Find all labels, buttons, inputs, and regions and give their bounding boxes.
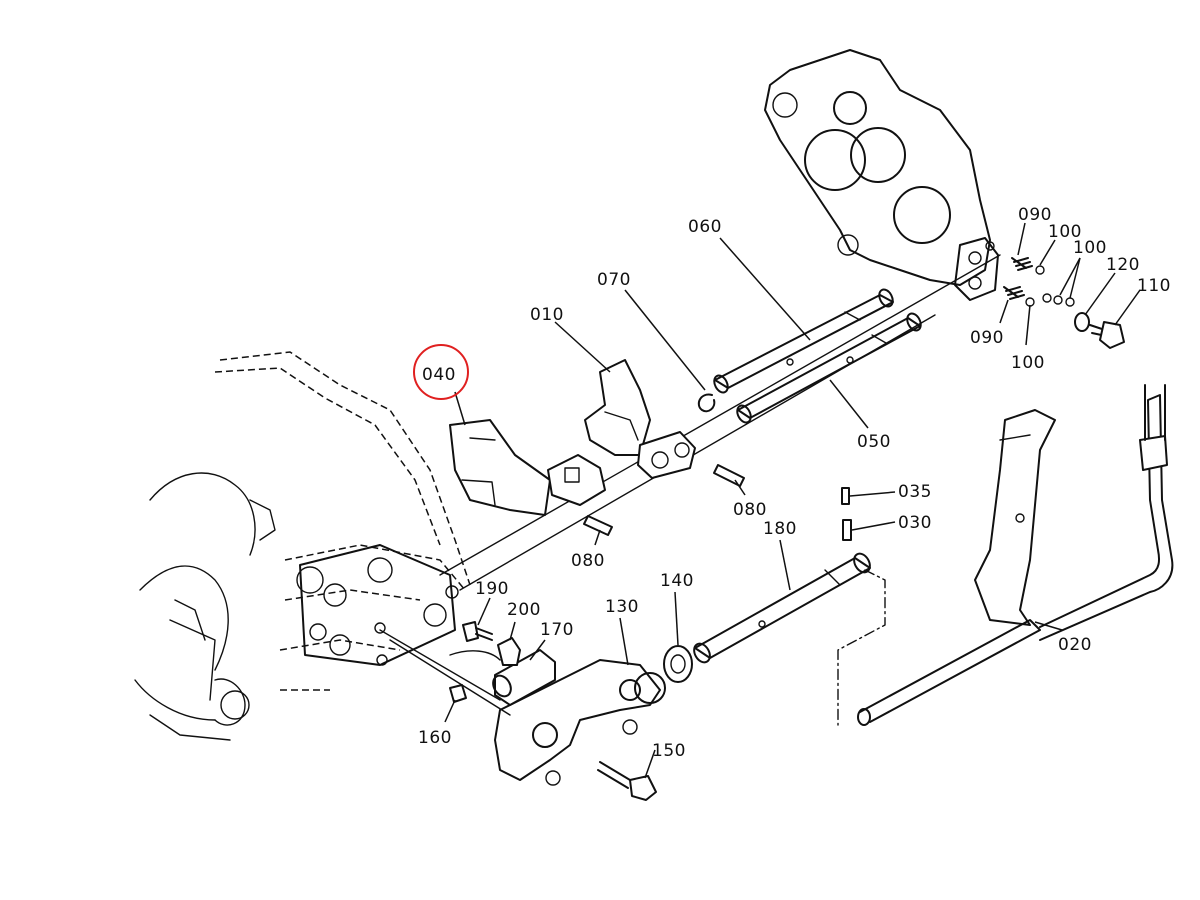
detent-balls-100 (1025, 265, 1075, 307)
transmission-housing (134, 351, 471, 741)
label-160[interactable]: 160 (418, 728, 452, 748)
label-110[interactable]: 110 (1137, 276, 1171, 296)
bolt-190 (462, 621, 493, 642)
detent-spring-090-lower (1003, 286, 1025, 300)
bolt-150 (597, 761, 657, 801)
shift-fork-010 (584, 359, 696, 479)
part-labels: 040 010 070 060 050 080 080 090 100 100 … (418, 205, 1171, 761)
label-040[interactable]: 040 (422, 365, 456, 385)
label-190[interactable]: 190 (475, 579, 509, 599)
pin-030 (842, 519, 852, 541)
label-070[interactable]: 070 (597, 270, 631, 290)
label-130[interactable]: 130 (605, 597, 639, 617)
label-035[interactable]: 035 (898, 482, 932, 502)
label-090-lower[interactable]: 090 (970, 328, 1004, 348)
spring-pin-080-lower (583, 515, 613, 536)
label-020[interactable]: 020 (1058, 635, 1092, 655)
shift-shaft-180 (693, 552, 871, 664)
label-030[interactable]: 030 (898, 513, 932, 533)
label-150[interactable]: 150 (652, 741, 686, 761)
shift-rod-050 (736, 312, 922, 424)
washer-120 (1074, 312, 1090, 332)
highlight-circle (413, 344, 469, 400)
shift-arm-130 (494, 659, 666, 786)
shift-fork-040 (449, 419, 606, 516)
leader-lines (444, 222, 1141, 779)
spring-pin-080-upper (713, 464, 745, 487)
pin-160 (449, 684, 467, 703)
label-170[interactable]: 170 (540, 620, 574, 640)
detent-spring-090-upper (1011, 257, 1033, 271)
label-100-upper[interactable]: 100 (1048, 222, 1082, 242)
label-180[interactable]: 180 (763, 519, 797, 539)
label-100-lower[interactable]: 100 (1011, 353, 1045, 373)
label-120[interactable]: 120 (1106, 255, 1140, 275)
label-140[interactable]: 140 (660, 571, 694, 591)
bearing-140 (663, 645, 693, 683)
label-200[interactable]: 200 (507, 600, 541, 620)
rear-cover-plate (764, 49, 999, 301)
label-050[interactable]: 050 (857, 432, 891, 452)
shift-lever-020 (857, 384, 1174, 726)
snap-ring-070 (697, 393, 716, 413)
sleeve-170 (492, 649, 556, 706)
label-090-upper[interactable]: 090 (1018, 205, 1052, 225)
label-080-lower[interactable]: 080 (571, 551, 605, 571)
label-100-middle[interactable]: 100 (1073, 238, 1107, 258)
clip-200 (449, 637, 521, 666)
label-080-upper[interactable]: 080 (733, 500, 767, 520)
label-010[interactable]: 010 (530, 305, 564, 325)
shift-rod-060 (713, 288, 894, 394)
label-060[interactable]: 060 (688, 217, 722, 237)
pin-035 (841, 487, 850, 505)
bolt-110 (1089, 321, 1125, 349)
